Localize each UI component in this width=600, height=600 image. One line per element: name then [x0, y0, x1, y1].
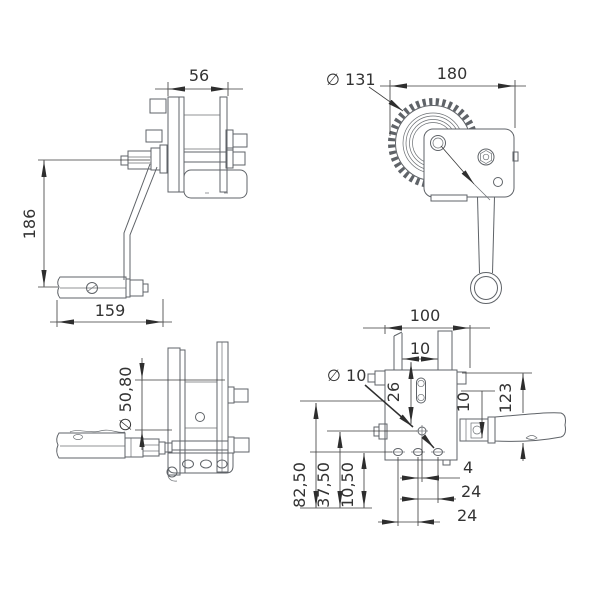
hex-bolt: [233, 388, 249, 403]
dim-label: 159: [95, 301, 126, 320]
side-bolt: [456, 371, 467, 385]
view-front: 180 ∅ 131: [326, 64, 526, 304]
view-top: 100 10 ∅ 10 26 10: [290, 306, 566, 526]
dim-handle-length: 159: [50, 299, 172, 327]
crank-arm: [123, 163, 151, 280]
dim-top-width: 100: [363, 306, 490, 368]
dim-gear-diameter: ∅ 131: [326, 70, 404, 112]
pawl-leader: [440, 145, 475, 185]
dim-label: 24: [461, 482, 481, 501]
bracket-slot: [200, 459, 212, 469]
plate-tab: [512, 151, 519, 162]
gear-edge: [437, 330, 453, 371]
dim-hole-pitch-left: 24: [378, 506, 477, 525]
dim-drum-diameter: ∅ 50,80: [116, 358, 225, 450]
handle-knob: [470, 272, 502, 304]
slot: [416, 377, 426, 404]
dim-slot-length: 26: [384, 362, 414, 424]
dim-top-height: 123: [462, 372, 532, 461]
dim-hole-diameter: ∅ 10: [327, 366, 435, 449]
rope-hole: [195, 412, 205, 422]
mounting-holes: [391, 448, 445, 456]
drum-flange-left: [178, 96, 185, 193]
axle-end-nut: [232, 151, 246, 166]
handle-grip: [56, 432, 126, 459]
dim-label: 26: [384, 382, 403, 402]
dim-overall-height: 186: [20, 159, 150, 288]
crank-arm: [492, 196, 495, 274]
handle-grip: [57, 276, 127, 299]
view-side-folded: ∅ 50,80: [56, 341, 250, 482]
dim-drum-width: 56: [155, 66, 243, 96]
grip-texture: [69, 429, 126, 433]
dim-label: 56: [189, 66, 209, 85]
plate-foot: [430, 194, 468, 202]
dim-label: ∅ 131: [326, 70, 376, 89]
dim-label: 100: [410, 306, 441, 325]
axle: [183, 151, 227, 163]
dim-hole-pitch-right: 24: [400, 482, 481, 502]
axle-hole: [430, 135, 446, 151]
dim-height-mid: 37,50: [314, 432, 343, 508]
hex-bolt: [232, 133, 248, 148]
body: [384, 369, 458, 461]
crank-arm: [129, 166, 158, 280]
dim-label: 82,50: [290, 462, 309, 508]
dim-height-top: 82,50: [290, 403, 319, 508]
pawl: [166, 466, 178, 478]
grip-screw: [86, 282, 98, 294]
dim-label: ∅ 10: [327, 366, 366, 385]
dim-label: 24: [457, 506, 477, 525]
dim-height-bottom: 10,50: [338, 453, 367, 508]
pawl-bolt: [149, 98, 167, 114]
dim-label: ∅ 50,80: [116, 367, 135, 432]
dim-label: 4: [463, 458, 473, 477]
drum-flange-right: [219, 96, 228, 193]
hex-bolt: [477, 148, 495, 166]
pawl-bolt: [145, 129, 163, 143]
crank-arm: [477, 196, 480, 274]
dim-hub-width: 10: [454, 390, 495, 438]
small-hole: [493, 177, 503, 187]
handle-grip: [494, 412, 566, 442]
dim-label: 37,50: [314, 462, 333, 508]
dim-label: 123: [496, 383, 515, 414]
bracket-slot: [182, 459, 194, 469]
hex-bolt: [233, 437, 250, 453]
bolt-tip: [142, 283, 149, 293]
dim-hole-offset: 4: [400, 458, 473, 481]
side-plate: [423, 128, 515, 198]
dim-label: 10: [410, 339, 430, 358]
view-side-handle-down: 56 186 159: [20, 66, 248, 327]
dim-label: 186: [20, 209, 39, 240]
frame-plate: [183, 169, 248, 199]
bolt-tip: [120, 155, 129, 166]
dim-flange-gap: 10: [402, 339, 438, 362]
dim-label: 10: [454, 392, 473, 412]
notch: [442, 459, 451, 466]
drum-flange-right: [216, 341, 229, 473]
dim-label: 180: [437, 64, 468, 83]
bracket-slot: [216, 459, 228, 469]
dim-label: 10,50: [338, 462, 357, 508]
